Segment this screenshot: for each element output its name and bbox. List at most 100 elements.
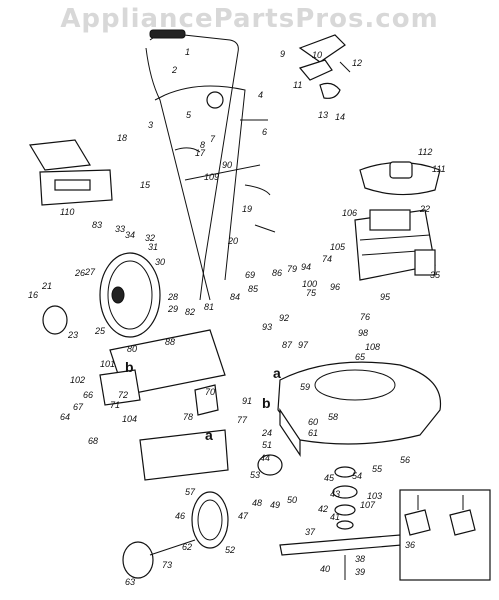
callout-49: 49 [270, 500, 280, 510]
callout-29: 29 [167, 304, 178, 314]
callout-38: 38 [355, 554, 365, 564]
height-adjuster [194, 384, 283, 476]
callout-36: 36 [405, 540, 415, 550]
callout-52: 52 [225, 545, 235, 555]
callout-12: 12 [352, 58, 362, 68]
callout-53: 53 [250, 470, 260, 480]
callout-10: 10 [312, 50, 322, 60]
callout-66: 66 [83, 390, 93, 400]
callout-50: 50 [287, 495, 297, 505]
callout-16: 16 [28, 290, 38, 300]
callout-87: 87 [282, 340, 293, 350]
callout-109: 109 [204, 172, 219, 182]
blade-spindle [279, 466, 403, 580]
discharge-chute [99, 329, 229, 481]
callout-3: 3 [148, 120, 153, 130]
callout-94: 94 [301, 262, 311, 272]
callout-106: 106 [342, 208, 357, 218]
callout-7: 7 [210, 134, 216, 144]
callout-100: 100 [302, 279, 317, 289]
callout-34: 34 [125, 230, 135, 240]
callout-41: 41 [330, 512, 340, 522]
callout-96: 96 [330, 282, 340, 292]
section-label-a: a [273, 365, 281, 381]
callout-85: 85 [248, 284, 259, 294]
callout-70: 70 [205, 387, 215, 397]
callout-35: 35 [430, 270, 441, 280]
callout-8: 8 [200, 140, 205, 150]
callout-90: 90 [222, 160, 232, 170]
section-label-a: a [205, 427, 213, 443]
engine [354, 161, 441, 281]
callout-24: 24 [261, 428, 272, 438]
callout-19: 19 [242, 204, 252, 214]
watermark: AppliancePartsPros.com [60, 4, 439, 34]
blade [279, 534, 403, 556]
callout-58: 58 [328, 412, 338, 422]
callout-97: 97 [298, 340, 309, 350]
throttle-control [298, 34, 351, 99]
callout-74: 74 [322, 254, 332, 264]
callout-22: 22 [419, 204, 430, 214]
rear-wheel [42, 252, 161, 338]
callout-62: 62 [182, 542, 192, 552]
callout-63: 63 [125, 577, 135, 587]
front-wheel [122, 491, 229, 579]
callout-9: 9 [280, 49, 285, 59]
callout-33: 33 [115, 224, 125, 234]
callout-11: 11 [293, 80, 302, 90]
callout-59: 59 [300, 382, 310, 392]
inset-detail [399, 489, 491, 581]
callout-40: 40 [320, 564, 330, 574]
callout-93: 93 [262, 322, 272, 332]
callout-20: 20 [227, 236, 238, 246]
callout-42: 42 [318, 504, 328, 514]
callout-47: 47 [238, 511, 249, 521]
callout-32: 32 [145, 233, 155, 243]
callout-45: 45 [324, 473, 335, 483]
callout-73: 73 [162, 560, 172, 570]
callout-68: 68 [88, 436, 98, 446]
callout-27: 27 [84, 267, 96, 277]
callout-60: 60 [308, 417, 318, 427]
callout-81: 81 [204, 302, 214, 312]
callout-77: 77 [237, 415, 248, 425]
callout-101: 101 [100, 359, 115, 369]
grass-bag [29, 139, 113, 206]
callout-21: 21 [41, 281, 52, 291]
callout-28: 28 [167, 292, 178, 302]
callout-55: 55 [372, 464, 383, 474]
callout-92: 92 [279, 313, 289, 323]
callout-39: 39 [355, 567, 365, 577]
mower-deck [277, 361, 442, 457]
callout-98: 98 [358, 328, 368, 338]
callout-46: 46 [175, 511, 185, 521]
callout-72: 72 [118, 390, 128, 400]
callout-13: 13 [318, 110, 328, 120]
callout-56: 56 [400, 455, 410, 465]
callout-30: 30 [155, 257, 165, 267]
callout-76: 76 [360, 312, 370, 322]
callout-4: 4 [258, 90, 263, 100]
callout-31: 31 [148, 242, 158, 252]
callout-64: 64 [60, 412, 70, 422]
callout-15: 15 [140, 180, 151, 190]
callout-110: 110 [60, 207, 74, 217]
callout-80: 80 [127, 344, 137, 354]
handle-assembly [145, 29, 276, 301]
callout-5: 5 [186, 110, 192, 120]
callout-67: 67 [73, 402, 84, 412]
callout-91: 91 [242, 396, 252, 406]
callout-75: 75 [306, 288, 317, 298]
callout-83: 83 [92, 220, 102, 230]
callout-37: 37 [305, 527, 316, 537]
callout-111: 111 [432, 164, 446, 174]
section-label-b: b [125, 359, 134, 375]
callout-2: 2 [171, 65, 177, 75]
callout-6: 6 [262, 127, 267, 137]
callout-18: 18 [117, 133, 127, 143]
callout-102: 102 [70, 375, 85, 385]
callout-26: 26 [74, 268, 85, 278]
